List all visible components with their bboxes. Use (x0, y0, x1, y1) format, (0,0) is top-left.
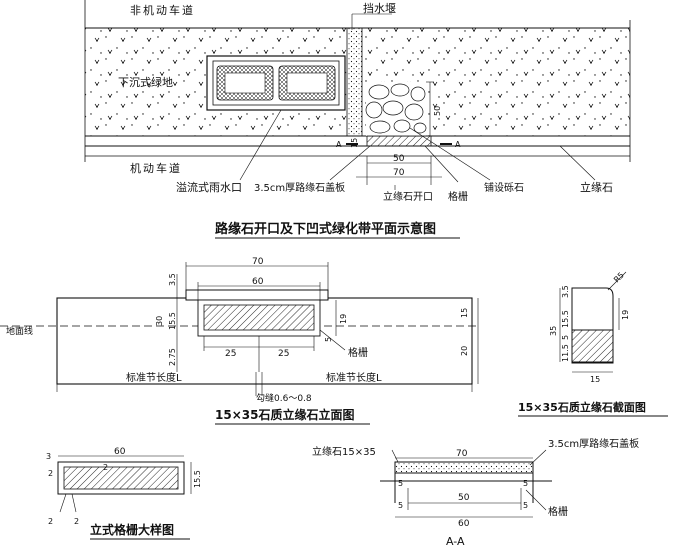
grate-dim-2d: 2 (74, 517, 79, 526)
sec-dim-15-5: 15.5 (561, 310, 570, 328)
sec-dim-19: 19 (621, 310, 630, 320)
water-barrier (346, 27, 363, 137)
elev-dim-25b: 25 (278, 349, 289, 359)
overflow-inlet-label: 溢流式雨水口 (176, 180, 242, 194)
non-motor-lane-label: 非机动车道 (130, 3, 195, 17)
elev-dim-3-5: 3.5 (168, 273, 177, 286)
sec-dim-r5: R5 (612, 271, 626, 285)
aa-dim-50: 50 (458, 493, 470, 503)
elev-dim-25a: 25 (225, 349, 236, 359)
std-length-right-label: 标准节长度L (326, 371, 382, 384)
section-view: 35 3.5 15.5 5 11.5 19 R5 15 15×35石质立缘石截面… (518, 271, 668, 417)
grate-dim-2b: 2 (103, 463, 108, 472)
section-aa: 70 5 5 50 5 5 60 立缘石15×35 3.5cm厚路缘石盖板 格栅… (312, 437, 639, 548)
plan-title: 路缘石开口及下凹式绿化带平面示意图 (215, 221, 436, 237)
elev-dim-30: 30 (155, 316, 164, 326)
aa-curb-label: 立缘石15×35 (312, 445, 376, 458)
grate-dim-2c: 2 (48, 517, 53, 526)
elev-dim-60: 60 (252, 277, 264, 287)
curb-opening-label: 立缘石开口 (383, 190, 433, 203)
sec-dim-3-5: 3.5 (561, 285, 570, 298)
gravel-area (365, 82, 427, 136)
water-barrier-label: 挡水堰 (363, 1, 396, 15)
cover-plate-label: 3.5cm厚路缘石盖板 (254, 181, 345, 194)
elev-dim-2-75: 2.75 (168, 348, 177, 366)
elevation-grate-label: 格栅 (348, 346, 368, 359)
plan-dim-50: 50 (393, 154, 405, 164)
sec-dim-35: 35 (549, 326, 558, 336)
plan-dim-70: 70 (393, 168, 405, 178)
aa-cover-label: 3.5cm厚路缘石盖板 (548, 437, 639, 450)
plan-grate-label: 格栅 (448, 190, 468, 203)
plan-view: 50 A A 15 50 70 非机动车道 挡水堰 下沉式绿地 机动车道 溢流式… (84, 0, 631, 239)
aa-grate-label: 格栅 (548, 505, 568, 518)
aa-dim-5a: 5 (398, 479, 403, 488)
curb-stone-label: 立缘石 (580, 180, 613, 194)
joint-label: 勾缝0.6～0.8 (256, 392, 312, 404)
sec-dim-15: 15 (590, 375, 600, 384)
aa-dim-5b: 5 (523, 479, 528, 488)
sunken-green-label: 下沉式绿地 (118, 75, 173, 89)
elevation-title: 15×35石质立缘石立面图 (215, 407, 354, 422)
motor-lane-label: 机动车道 (130, 161, 182, 175)
elevation-view: 70 60 3.5 30 15.5 2.75 19 5 15 20 25 25 … (0, 257, 480, 425)
elev-dim-15-5: 15.5 (168, 312, 177, 330)
aa-dim-5d: 5 (523, 501, 528, 510)
grate-dim-15-5: 15.5 (193, 470, 202, 488)
aa-dim-5c: 5 (398, 501, 403, 510)
elevation-grate (203, 304, 315, 331)
gravel-label: 铺设砾石 (484, 181, 524, 194)
plan-grate (366, 135, 432, 147)
plan-dim-15: 15 (350, 138, 359, 148)
aa-title: A-A (446, 535, 465, 548)
plan-dim-50-vertical: 50 (433, 106, 442, 116)
grate-dim-60: 60 (114, 447, 126, 457)
sec-dim-5: 5 (561, 335, 570, 340)
ground-line-label: 地面线 (6, 325, 33, 337)
aa-dim-70: 70 (456, 449, 468, 459)
overflow-inlet-symbol (206, 55, 346, 111)
elev-dim-5: 5 (324, 337, 333, 342)
section-title: 15×35石质立缘石截面图 (518, 400, 646, 414)
elev-dim-70: 70 (252, 257, 264, 267)
grate-dim-2a: 2 (48, 469, 53, 478)
grate-detail-title: 立式格栅大样图 (90, 522, 174, 537)
aa-dim-60: 60 (458, 519, 470, 529)
grate-detail: 60 3 15.5 2 2 2 2 立式格栅大样图 (46, 447, 202, 540)
std-length-left-label: 标准节长度L (126, 371, 182, 384)
plan-section-a-right: A (455, 140, 461, 149)
grate-dim-3: 3 (46, 452, 51, 461)
elev-dim-15: 15 (460, 308, 469, 318)
sec-dim-11-5: 11.5 (561, 344, 570, 362)
elev-dim-20: 20 (460, 346, 469, 356)
elev-dim-19: 19 (339, 314, 348, 324)
plan-section-a-left: A (336, 140, 342, 149)
